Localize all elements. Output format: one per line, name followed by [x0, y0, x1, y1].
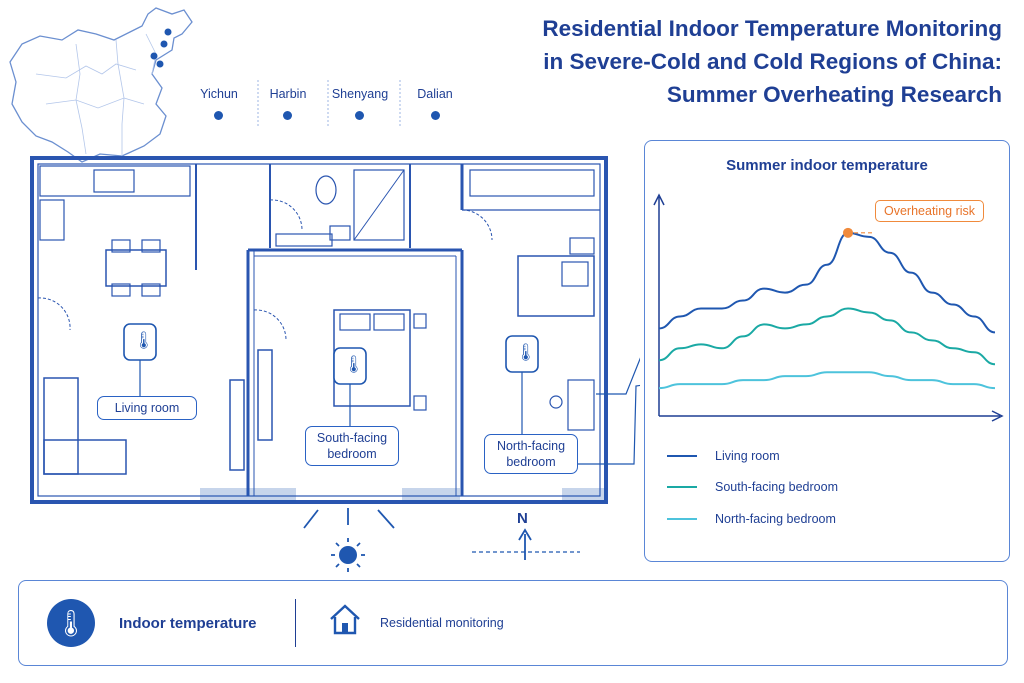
- room-label-living: Living room: [97, 396, 197, 420]
- map-marker-dalian: [156, 60, 164, 68]
- overheating-risk-annotation: Overheating risk: [875, 200, 985, 222]
- city-label-shenyang: Shenyang: [331, 87, 389, 101]
- chart-panel: Summer indoor temperature Living room So…: [644, 140, 1010, 562]
- sun-icon: [339, 546, 357, 564]
- temperature-chart: [653, 193, 1004, 422]
- city-dot-shenyang: [355, 111, 364, 120]
- floor-plan: [30, 156, 640, 572]
- legend-swatch-south: [667, 485, 697, 489]
- page-title: Residential Indoor Temperature Monitorin…: [442, 12, 1002, 111]
- room-label-south-line1: South-facing: [316, 431, 388, 445]
- legend-label-living: Living room: [715, 449, 780, 463]
- city-dot-dalian: [431, 111, 440, 120]
- map-marker-shenyang: [150, 52, 158, 60]
- footer-divider: [295, 599, 296, 647]
- legend-label-south: South-facing bedroom: [715, 480, 838, 494]
- north-sensor-icon: 🌡: [515, 343, 537, 362]
- living-sensor-icon: 🌡: [133, 331, 155, 350]
- series-line-north: [658, 371, 996, 390]
- chart-title: Summer indoor temperature: [726, 157, 928, 174]
- room-label-south-line2: bedroom: [327, 447, 377, 461]
- room-label-north-line2: bedroom: [506, 455, 556, 469]
- china-map-icon: [9, 7, 193, 163]
- south-sensor-icon: 🌡: [343, 355, 365, 374]
- y-axis-arrow: [653, 193, 665, 206]
- footer-item-temperature: Indoor temperature: [119, 615, 257, 632]
- room-label-living-text: Living room: [114, 401, 180, 415]
- map-marker-yichun: [164, 28, 172, 36]
- compass-label: N: [517, 510, 528, 527]
- room-label-north-line1: North-facing: [496, 439, 566, 453]
- legend-item-living: Living room: [667, 449, 780, 463]
- city-dividers: [257, 80, 401, 126]
- city-dot-yichun: [214, 111, 223, 120]
- thermometer-icon: 🌡: [47, 599, 95, 647]
- city-label-yichun: Yichun: [200, 87, 238, 101]
- title-line-1: Residential Indoor Temperature Monitorin…: [542, 16, 1002, 41]
- map-marker-harbin: [160, 40, 168, 48]
- city-label-harbin: Harbin: [269, 87, 307, 101]
- legend-item-north: North-facing bedroom: [667, 512, 836, 526]
- peak-marker: [843, 227, 853, 238]
- legend-swatch-north: [667, 517, 697, 521]
- legend-item-south: South-facing bedroom: [667, 480, 838, 494]
- series-line-south: [658, 307, 996, 366]
- legend-swatch-living: [667, 454, 697, 458]
- city-label-dalian: Dalian: [417, 87, 453, 101]
- city-dot-harbin: [283, 111, 292, 120]
- x-axis-arrow: [991, 410, 1004, 422]
- title-line-3: Summer Overheating Research: [666, 82, 1002, 107]
- legend-label-north: North-facing bedroom: [715, 512, 836, 526]
- room-label-south: South-facing bedroom: [305, 426, 399, 466]
- title-line-2: in Severe-Cold and Cold Regions of China…: [543, 49, 1002, 74]
- house-icon: [330, 604, 360, 635]
- series-line-living: [658, 231, 996, 334]
- room-label-north: North-facing bedroom: [484, 434, 578, 474]
- footer-item-monitoring: Residential monitoring: [380, 616, 504, 630]
- footer-panel: 🌡 Indoor temperature Residential monitor…: [18, 580, 1008, 666]
